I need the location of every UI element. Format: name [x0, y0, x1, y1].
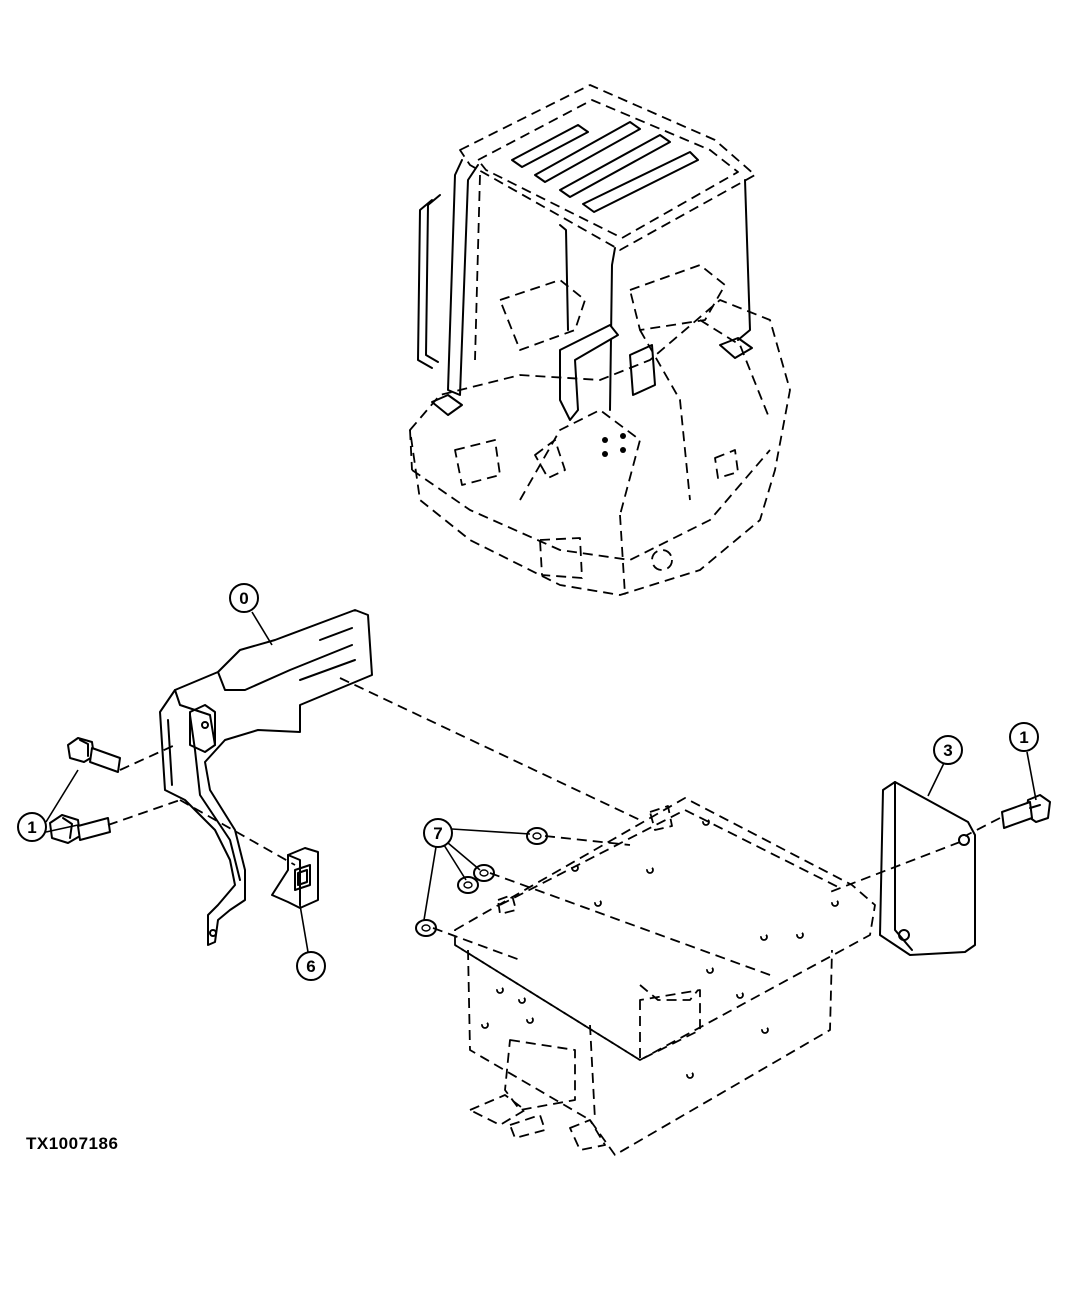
part-1-bolt-lower-left: [49, 814, 111, 844]
callout-3: 3: [927, 735, 963, 797]
assembly-lines: [107, 677, 1001, 976]
part-6-bracket: [271, 847, 319, 909]
callout-1-left: 1: [17, 769, 79, 842]
svg-text:6: 6: [306, 957, 315, 976]
part-3-plate: [879, 781, 976, 956]
callout-0: 0: [229, 583, 273, 646]
figure-reference-id: TX1007186: [26, 1134, 119, 1153]
callout-7: 7: [423, 818, 531, 921]
svg-text:7: 7: [433, 824, 442, 843]
svg-text:1: 1: [27, 818, 36, 837]
svg-text:1: 1: [1019, 728, 1028, 747]
callout-1-right: 1: [1009, 722, 1039, 801]
mounting-frame: [454, 797, 876, 1156]
svg-text:0: 0: [239, 589, 248, 608]
excavator-upper-structure: [409, 84, 791, 596]
part-0-bracket: [159, 609, 373, 946]
part-7-nuts: [415, 827, 548, 937]
callout-6: 6: [296, 904, 326, 981]
part-1-bolt-right: [1001, 794, 1051, 829]
svg-text:3: 3: [943, 741, 952, 760]
part-1-bolt-upper-left: [67, 737, 121, 773]
